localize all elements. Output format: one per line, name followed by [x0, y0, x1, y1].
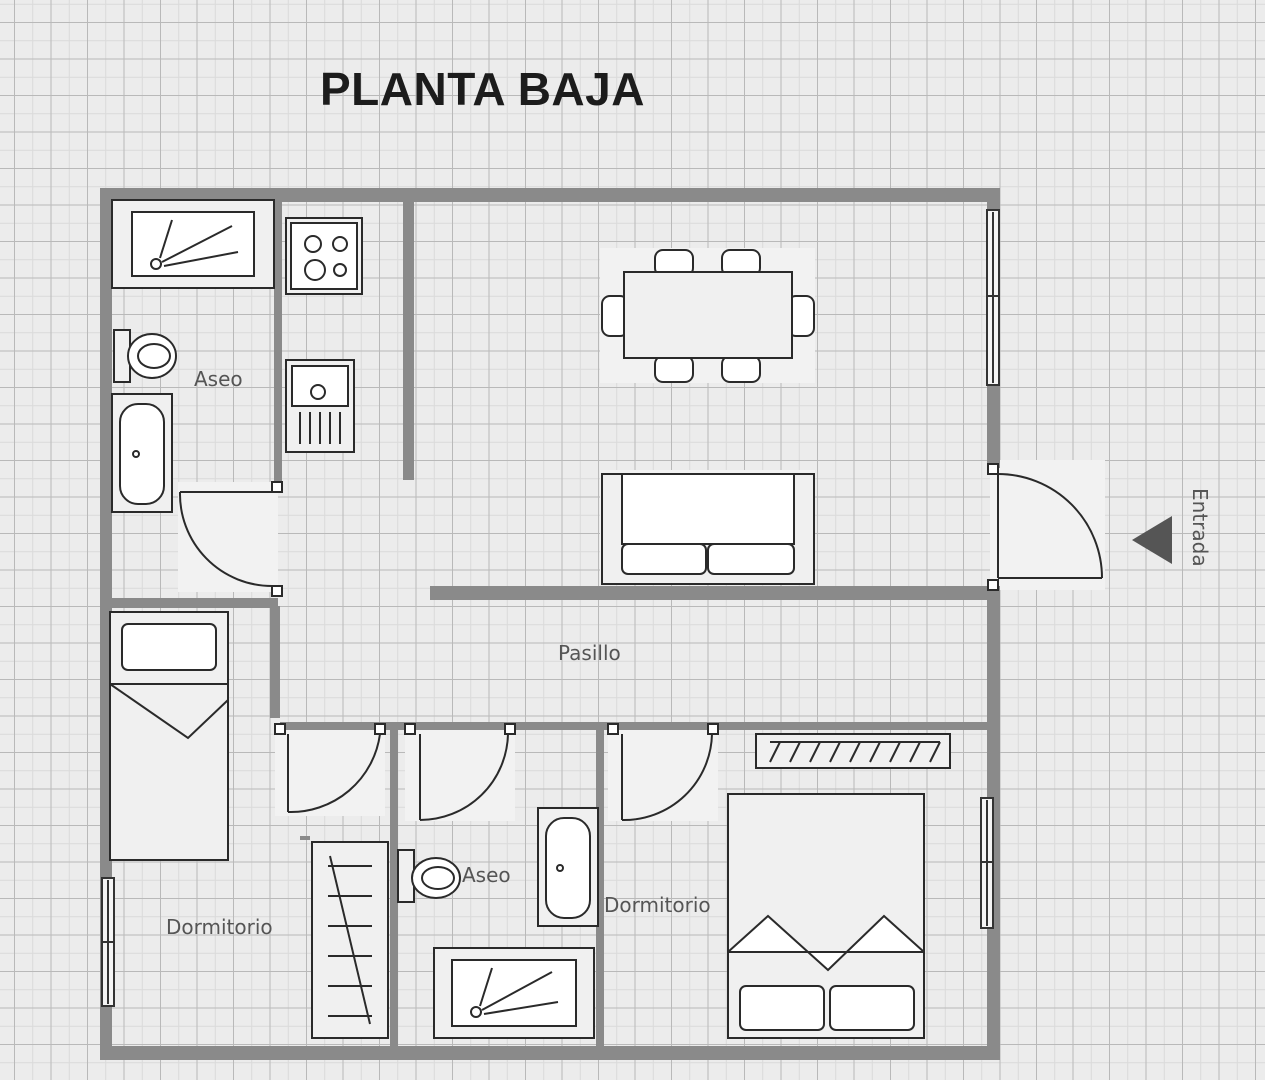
wall-bottom [100, 1046, 1000, 1060]
sofa-icon [601, 473, 815, 585]
wardrobe-left-icon [311, 841, 389, 1039]
label-dormitorio-right: Dormitorio [604, 893, 711, 917]
aseo-top-door [178, 481, 283, 597]
double-bed-icon [727, 793, 925, 1039]
wall-bath-left [390, 730, 398, 1046]
shower-bottom-icon [433, 947, 595, 1039]
bathtub-bottom-icon [537, 807, 599, 927]
wall-kitchen-divider [403, 202, 414, 480]
single-bed-icon [109, 611, 229, 861]
wall-closet-divider [300, 836, 310, 840]
label-pasillo: Pasillo [558, 641, 621, 665]
bedroom-right-door [607, 723, 719, 822]
label-aseo-top: Aseo [194, 367, 243, 391]
bathroom-door [404, 723, 516, 821]
bedroom-left-door [274, 723, 386, 814]
label-dormitorio-left: Dormitorio [166, 915, 273, 939]
walls [100, 188, 1000, 1060]
bathtub-top-icon [111, 393, 173, 513]
sink-icon [285, 359, 355, 453]
plan-title: PLANTA BAJA [320, 63, 645, 115]
wardrobe-right-icon [755, 733, 951, 769]
windows [101, 209, 1000, 1007]
entrance-door [987, 463, 1103, 591]
label-aseo-bottom: Aseo [462, 863, 511, 887]
entrance-arrow-icon [1132, 516, 1172, 564]
stove-icon [285, 217, 363, 295]
shower-top-icon [111, 199, 275, 289]
wall-bedroom-left-right [270, 606, 280, 718]
furniture [109, 199, 951, 1039]
wall-aseo-bottom [100, 598, 278, 608]
wall-aseo-right [274, 202, 282, 484]
wall-bath-right [596, 730, 604, 1046]
toilet-top-icon [113, 329, 177, 383]
wall-living-bottom [430, 586, 1000, 600]
wall-corridor-bottom [280, 722, 987, 730]
label-entrada: Entrada [1188, 488, 1212, 567]
dining-table-icon [601, 249, 815, 383]
wall-top [100, 188, 1000, 202]
doors [178, 463, 1103, 822]
toilet-bottom-icon [397, 849, 461, 903]
